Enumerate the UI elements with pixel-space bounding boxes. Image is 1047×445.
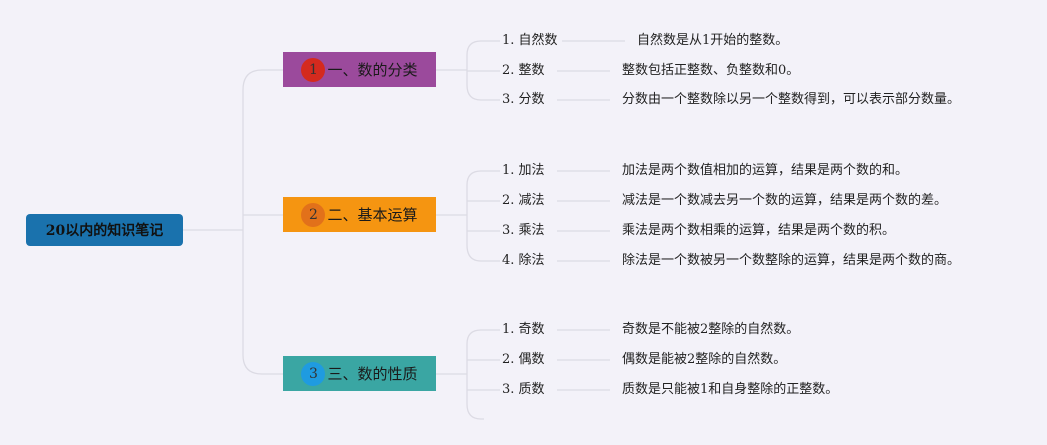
branch-node-properties[interactable]: 3 三、数的性质 <box>283 356 436 391</box>
number-badge: 3 <box>301 361 326 386</box>
trunk-top-curve <box>242 69 283 91</box>
desc-division: 除法是一个数被另一个数整除的运算，结果是两个数的商。 <box>622 253 961 268</box>
leaf-multiplication[interactable]: 3. 乘法 <box>502 223 545 238</box>
leaf-division[interactable]: 4. 除法 <box>502 253 545 268</box>
desc-addition: 加法是两个数值相加的运算，结果是两个数的和。 <box>622 163 909 178</box>
number-badge: 1 <box>301 57 326 82</box>
branch-label: 一、数的分类 <box>327 61 418 79</box>
trunk-line <box>242 90 283 375</box>
leaf-even-numbers[interactable]: 2. 偶数 <box>502 352 545 367</box>
branch-node-classification[interactable]: 1 一、数的分类 <box>283 52 436 87</box>
desc-subtraction: 减法是一个数减去另一个数的运算，结果是两个数的差。 <box>622 193 948 208</box>
desc-odd-numbers: 奇数是不能被2整除的自然数。 <box>622 322 800 337</box>
root-node[interactable]: 20以内的知识笔记 <box>26 214 183 246</box>
desc-natural-numbers: 自然数是从1开始的整数。 <box>637 33 789 48</box>
leaf-prime-numbers[interactable]: 3. 质数 <box>502 382 545 397</box>
leaf-integers[interactable]: 2. 整数 <box>502 63 545 78</box>
desc-multiplication: 乘法是两个数相乘的运算，结果是两个数的积。 <box>622 223 896 238</box>
root-label: 20以内的知识笔记 <box>45 223 164 239</box>
leaf-fractions[interactable]: 3. 分数 <box>502 92 545 107</box>
desc-prime-numbers: 质数是只能被1和自身整除的正整数。 <box>622 382 839 397</box>
branch-label: 三、数的性质 <box>327 365 418 383</box>
leaf-odd-numbers[interactable]: 1. 奇数 <box>502 322 545 337</box>
desc-even-numbers: 偶数是能被2整除的自然数。 <box>622 352 787 367</box>
leaf-subtraction[interactable]: 2. 减法 <box>502 193 545 208</box>
leaf-natural-numbers[interactable]: 1. 自然数 <box>502 33 558 48</box>
branch-node-operations[interactable]: 2 二、基本运算 <box>283 197 436 232</box>
number-badge: 2 <box>301 202 326 227</box>
leaf-addition[interactable]: 1. 加法 <box>502 163 545 178</box>
branch-label: 二、基本运算 <box>327 206 418 224</box>
desc-integers: 整数包括正整数、负整数和0。 <box>622 63 800 78</box>
desc-fractions: 分数由一个整数除以另一个整数得到，可以表示部分数量。 <box>622 92 961 107</box>
